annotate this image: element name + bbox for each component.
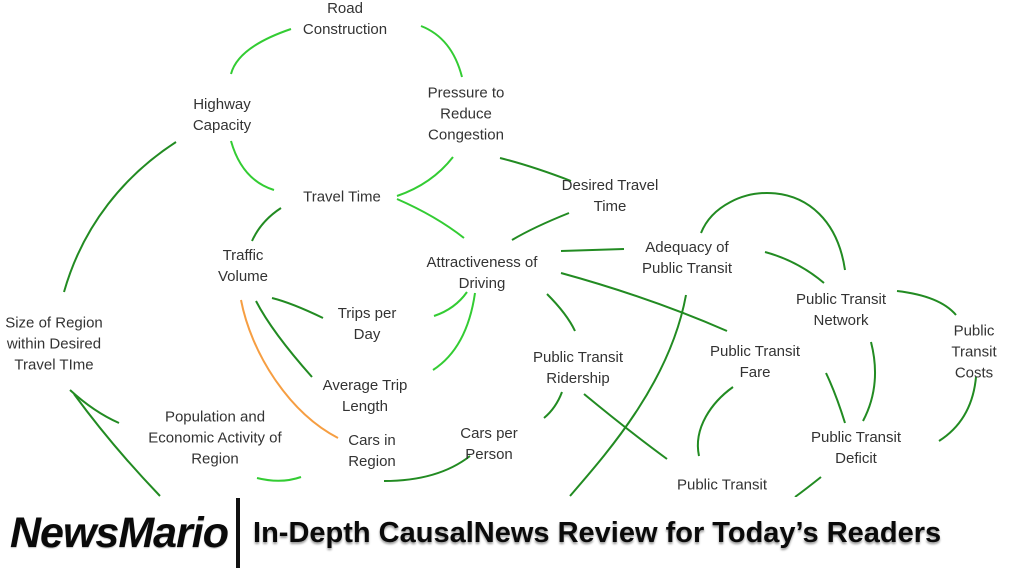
edge-size-of-region-to-population bbox=[69, 389, 120, 424]
edge-public-transit-to-deficit bbox=[794, 476, 822, 498]
edge-attractiveness-to-ridership bbox=[546, 293, 576, 332]
edge-fare-to-attractiveness bbox=[560, 272, 728, 332]
edge-public-transit-to-adequacy bbox=[569, 294, 687, 497]
edge-fare-to-public-transit bbox=[696, 386, 734, 457]
edge-desired-travel-time-to-attractiveness bbox=[511, 212, 570, 241]
edge-deficit-to-fare bbox=[825, 372, 846, 424]
edge-ridership-to-public-transit bbox=[583, 393, 668, 460]
banner-tagline: In-Depth CausalNews Review for Today’s R… bbox=[253, 516, 942, 549]
edge-desired-travel-time-to-pressure bbox=[499, 157, 572, 182]
edge-ridership-to-cars-per-person bbox=[543, 391, 563, 419]
edge-trips-per-day-to-traffic-volume bbox=[271, 297, 324, 319]
edge-costs-to-deficit bbox=[938, 376, 977, 442]
edge-deficit-to-network bbox=[862, 341, 876, 422]
edge-attractiveness-to-trips-per-day bbox=[433, 291, 468, 317]
edge-adequacy-to-attractiveness bbox=[560, 248, 625, 252]
edge-population-to-cars-in-region bbox=[256, 476, 302, 482]
edge-attractiveness-to-average-trip-length bbox=[432, 292, 476, 371]
edge-travel-time-to-pressure bbox=[396, 156, 454, 197]
edge-adequacy-to-network bbox=[700, 192, 846, 271]
edge-pressure-to-road-construction bbox=[420, 25, 463, 78]
edge-average-trip-length-to-traffic-volume bbox=[255, 300, 313, 378]
banner-divider bbox=[236, 498, 241, 568]
edge-size-of-region-truncated bbox=[73, 393, 161, 497]
news-banner: NewsMario In-Depth CausalNews Review for… bbox=[0, 497, 1024, 569]
edge-highway-capacity-to-travel-time bbox=[230, 140, 275, 191]
edge-highway-capacity-to-size-of-region bbox=[63, 141, 177, 293]
edge-network-to-costs bbox=[896, 290, 957, 316]
edge-network-to-adequacy bbox=[764, 251, 825, 284]
edge-cars-per-person-to-cars-in-region bbox=[383, 455, 471, 482]
brand-logo-text: NewsMario bbox=[10, 508, 229, 557]
diagram-edges-canvas bbox=[63, 25, 977, 498]
edge-road-construction-to-highway-capacity bbox=[230, 28, 292, 75]
edge-traffic-volume-to-travel-time bbox=[251, 207, 282, 242]
edge-travel-time-to-attractiveness bbox=[396, 198, 465, 239]
edge-cars-in-region-to-traffic-volume bbox=[240, 299, 339, 439]
